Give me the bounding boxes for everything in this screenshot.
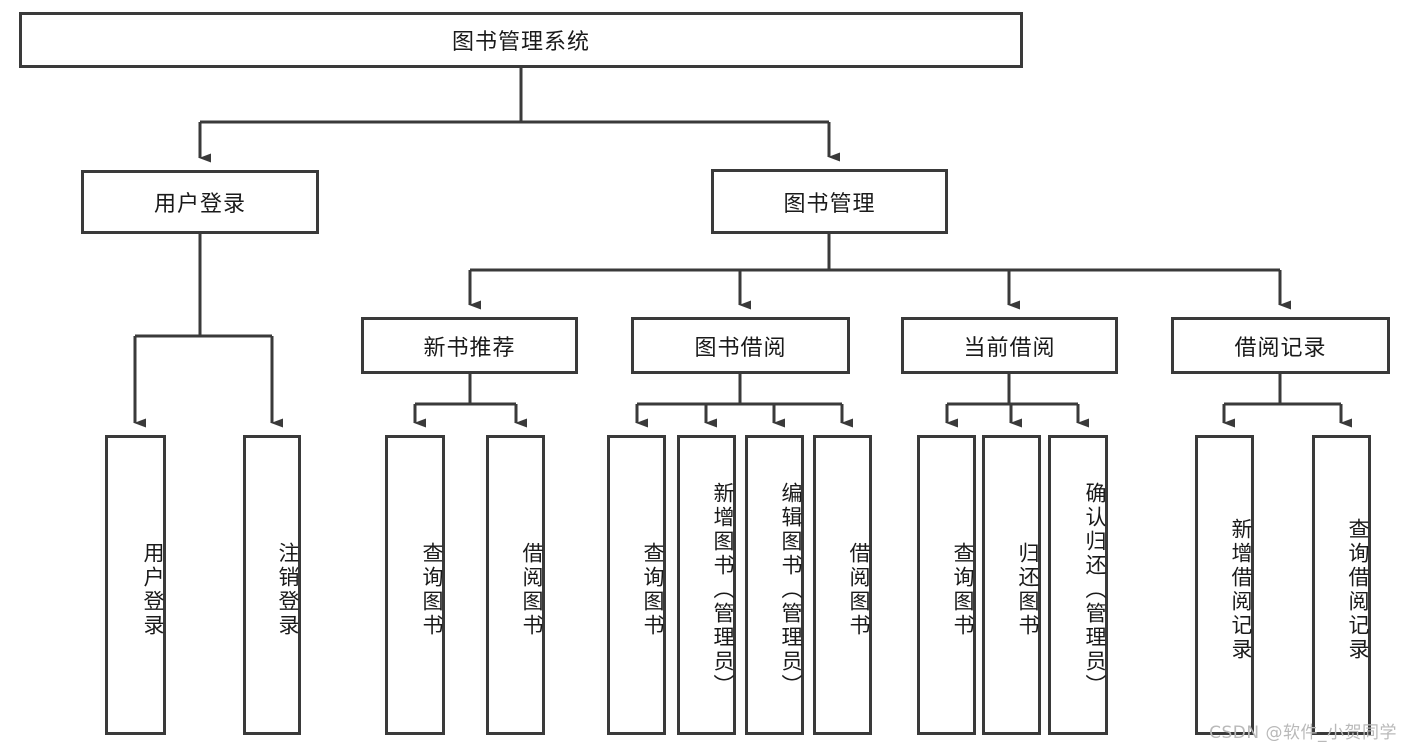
node-label: 当前借阅: [963, 335, 1056, 361]
node-label: 查询图书: [420, 542, 444, 638]
node-label: 注销登录: [276, 542, 300, 638]
node-level3-1[interactable]: 图书借阅: [631, 317, 850, 374]
node-label: 借阅记录: [1234, 335, 1327, 361]
node-label: 新书推荐: [423, 335, 516, 361]
node-leaf-2[interactable]: 查询图书: [385, 435, 445, 735]
node-label: 图书借阅: [694, 335, 787, 361]
node-leaf-1[interactable]: 注销登录: [243, 435, 301, 735]
csdn-watermark: CSDN @软件_小贺同学: [1209, 723, 1397, 743]
node-leaf-12[interactable]: 查询借阅记录: [1312, 435, 1371, 735]
node-label: 借阅图书: [847, 542, 871, 638]
node-label: 查询图书: [951, 542, 975, 638]
node-label: 查询图书: [641, 542, 665, 638]
node-label: 归还图书: [1016, 542, 1040, 638]
node-level3-0[interactable]: 新书推荐: [361, 317, 578, 374]
node-label: 图书管理系统: [451, 30, 590, 55]
node-label: 查询借阅记录: [1346, 518, 1370, 662]
node-leaf-9[interactable]: 归还图书: [982, 435, 1041, 735]
node-label: 用户登录: [141, 542, 165, 638]
node-level3-3[interactable]: 借阅记录: [1171, 317, 1390, 374]
node-level3-2[interactable]: 当前借阅: [901, 317, 1118, 374]
node-label: 确认归还（管理员）: [1083, 482, 1107, 698]
node-label: 新增图书（管理员）: [711, 482, 735, 698]
node-leaf-0[interactable]: 用户登录: [105, 435, 166, 735]
node-label: 用户登录: [153, 192, 246, 217]
node-leaf-10[interactable]: 确认归还（管理员）: [1048, 435, 1108, 735]
node-label: 借阅图书: [520, 542, 544, 638]
node-leaf-3[interactable]: 借阅图书: [486, 435, 545, 735]
node-leaf-6[interactable]: 编辑图书（管理员）: [745, 435, 804, 735]
node-leaf-5[interactable]: 新增图书（管理员）: [677, 435, 736, 735]
node-label: 新增借阅记录: [1229, 518, 1253, 662]
node-root-图书管理系统[interactable]: 图书管理系统: [19, 12, 1023, 68]
node-level2-1[interactable]: 图书管理: [711, 169, 948, 234]
node-level2-0[interactable]: 用户登录: [81, 170, 319, 234]
node-label: 编辑图书（管理员）: [779, 482, 803, 698]
node-leaf-11[interactable]: 新增借阅记录: [1195, 435, 1254, 735]
node-leaf-7[interactable]: 借阅图书: [813, 435, 872, 735]
node-leaf-4[interactable]: 查询图书: [607, 435, 666, 735]
node-leaf-8[interactable]: 查询图书: [917, 435, 976, 735]
node-label: 图书管理: [783, 191, 876, 217]
